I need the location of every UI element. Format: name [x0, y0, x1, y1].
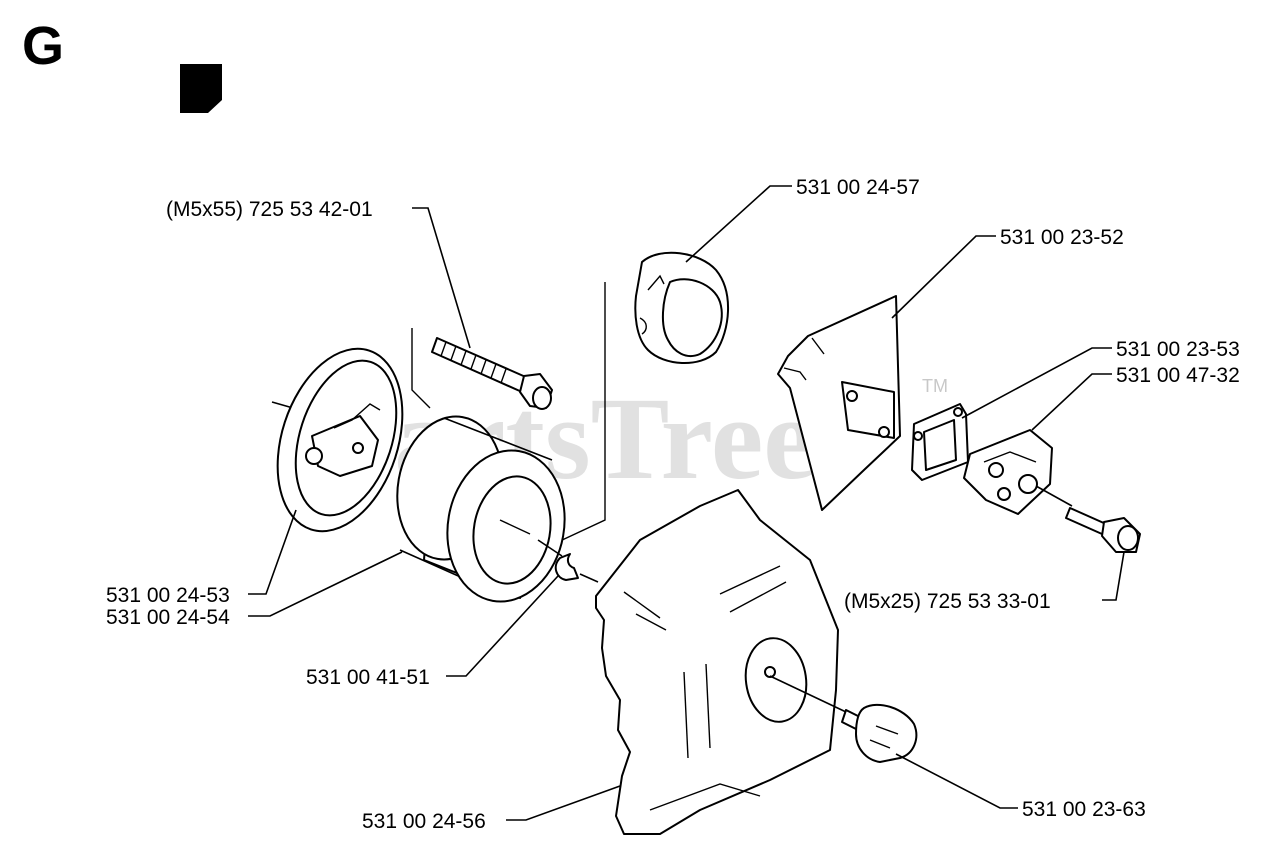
- section-marker-icon: [180, 64, 222, 113]
- leader-lines: [248, 185, 1125, 821]
- clip-part: [537, 539, 599, 583]
- part-labels: (M5x55) 725 53 42-01 531 00 24-57 531 00…: [106, 176, 1240, 833]
- part-label-screw-short: (M5x25) 725 53 33-01: [844, 590, 1051, 613]
- holder-part: [963, 429, 1053, 515]
- part-label-screw-long: (M5x55) 725 53 42-01: [166, 198, 373, 221]
- cover-part: [595, 489, 839, 835]
- part-label-clip: 531 00 41-51: [306, 666, 430, 689]
- filter-part: [396, 415, 566, 603]
- part-label-filter: 531 00 24-54: [106, 606, 230, 629]
- part-label-knob: 531 00 23-63: [1022, 798, 1146, 821]
- part-label-holder: 531 00 47-32: [1116, 364, 1240, 387]
- part-label-cover-ring: 531 00 24-57: [796, 176, 920, 199]
- filter-housing-part: [271, 347, 404, 533]
- plate-part: [777, 295, 901, 511]
- long-screw-part: [431, 337, 553, 410]
- section-letter: G: [22, 16, 64, 76]
- cover-ring-part: [634, 251, 729, 364]
- knob-part: [769, 675, 918, 763]
- part-label-gasket: 531 00 23-53: [1116, 338, 1240, 361]
- part-label-plate: 531 00 23-52: [1000, 226, 1124, 249]
- trademark: TM: [922, 376, 948, 396]
- bracket-outline: [411, 282, 606, 549]
- short-screw-part: [1035, 485, 1141, 553]
- part-label-cover: 531 00 24-56: [362, 810, 486, 833]
- part-label-filter-housing: 531 00 24-53: [106, 584, 230, 607]
- gasket-part: [911, 403, 969, 481]
